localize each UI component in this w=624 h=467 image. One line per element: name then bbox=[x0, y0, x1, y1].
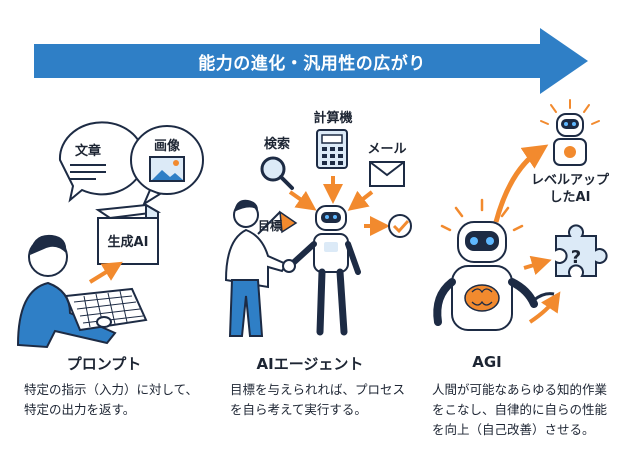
self-improve-arrow bbox=[493, 144, 549, 223]
calculator-tool: 計算機 bbox=[313, 110, 353, 169]
agent-title: AIエージェント bbox=[256, 355, 364, 373]
svg-text:?: ? bbox=[571, 247, 581, 268]
input-arrow bbox=[88, 261, 123, 284]
levelup-robot bbox=[540, 99, 600, 166]
goal-label: 目標 bbox=[258, 218, 282, 233]
mail-tool: メール bbox=[367, 142, 407, 187]
search-label: 検索 bbox=[264, 136, 290, 152]
mail-arrow bbox=[347, 190, 374, 211]
search-tool: 検索 bbox=[260, 136, 294, 190]
bubble-text-label: 文章 bbox=[75, 143, 101, 159]
prompt-title: プロンプト bbox=[66, 355, 142, 373]
levelup-label-line2: したAI bbox=[550, 190, 591, 205]
checkmark-icon bbox=[388, 214, 412, 238]
agent-description: 目標を与えられれば、プロセスを自ら考えて実行する。 bbox=[230, 382, 406, 417]
banner-title: 能力の進化・汎用性の広がり bbox=[198, 54, 426, 74]
generative-ai-label: 生成AI bbox=[108, 234, 149, 250]
search-arrow bbox=[288, 190, 317, 211]
prompt-description: 特定の指示（入力）に対して、特定の出力を返す。 bbox=[24, 382, 199, 417]
progress-banner-arrow bbox=[34, 28, 588, 94]
agi-robot bbox=[433, 198, 555, 331]
mail-label: メール bbox=[367, 142, 406, 157]
image-bubble: 画像 bbox=[130, 125, 204, 207]
agi-title: AGI bbox=[472, 353, 502, 371]
person-at-keyboard bbox=[16, 234, 148, 349]
agi-description: 人間が可能なあらゆる知的作業をこなし、自律的に自らの性能を向上（自己改善）させる… bbox=[432, 382, 608, 437]
agent-robot bbox=[282, 205, 361, 336]
puzzle-icon: ? bbox=[555, 224, 608, 277]
generative-ai-box: 生成AI bbox=[95, 203, 162, 265]
puzzle-arrow bbox=[523, 255, 552, 276]
growth-arrow bbox=[528, 291, 561, 324]
bubble-image-label: 画像 bbox=[154, 138, 181, 154]
levelup-label-line1: レベルアップ bbox=[531, 173, 610, 188]
calculator-label: 計算機 bbox=[313, 110, 352, 126]
